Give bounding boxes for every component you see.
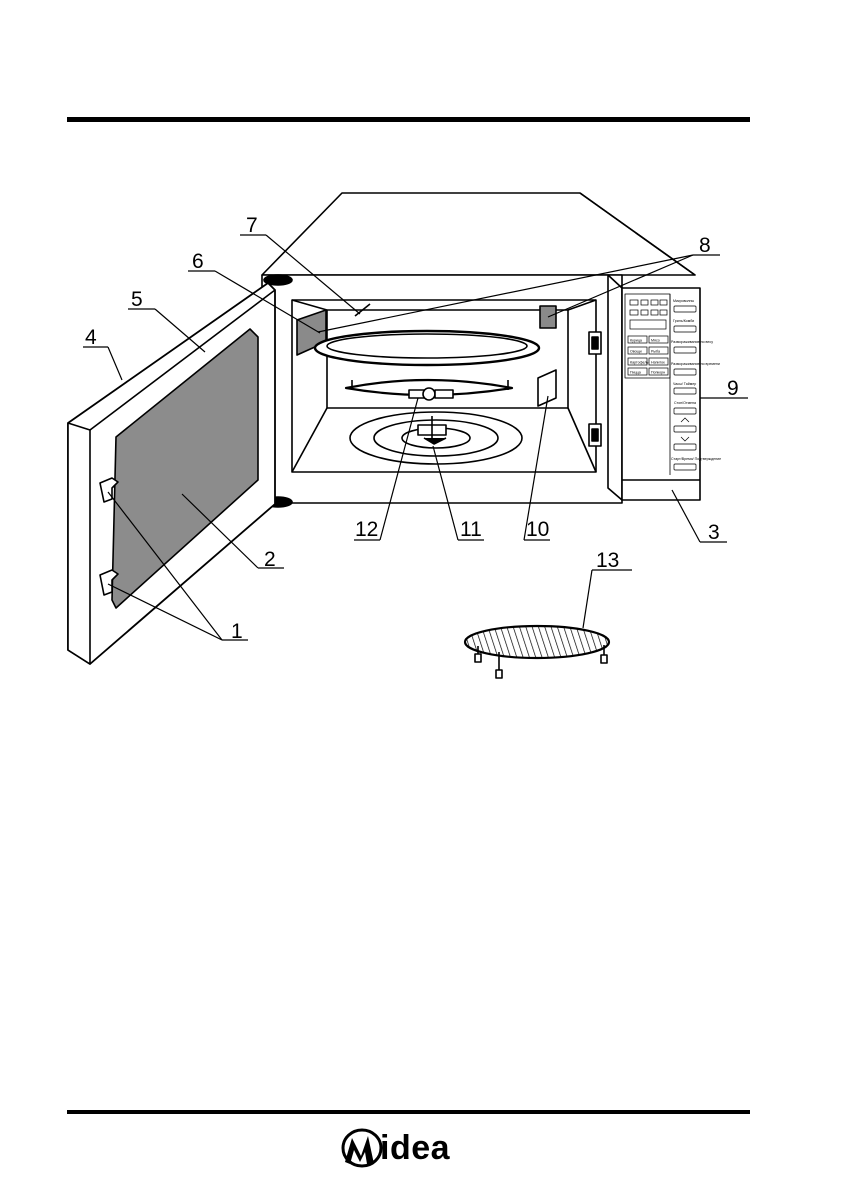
turntable-floor-ring: [349, 411, 523, 465]
clock-timer-button-label: Часы/ Таймер: [673, 382, 696, 386]
callout-2: 2: [264, 548, 276, 571]
glass-tray: [313, 329, 541, 367]
header-rule: [67, 117, 750, 122]
menu-button-6[interactable]: [648, 357, 669, 366]
stop-cancel-button[interactable]: [673, 407, 697, 415]
weight-defrost-button[interactable]: [673, 346, 697, 354]
waveguide-cover: [537, 369, 557, 407]
midea-logo-icon: [341, 1128, 383, 1168]
stop-cancel-button-label: Стоп/Отмена: [674, 401, 696, 405]
menu-label-3: Овощи: [630, 350, 642, 354]
door-latch-upper: [99, 477, 119, 503]
footer-rule: [67, 1110, 750, 1114]
callout-7: 7: [246, 214, 258, 237]
callout-6: 6: [192, 250, 204, 273]
callout-5: 5: [131, 288, 143, 311]
menu-label-4: Рыба: [651, 350, 660, 354]
callout-9: 9: [727, 377, 739, 400]
down-arrow-icon: [680, 436, 690, 442]
callout-4: 4: [85, 326, 97, 349]
up-arrow-icon: [680, 417, 690, 423]
panel-side: [607, 274, 623, 501]
roasting-rack: [463, 624, 611, 660]
menu-button-2[interactable]: [648, 335, 669, 344]
callout-10: 10: [526, 518, 549, 541]
menu-button-7[interactable]: [627, 367, 648, 376]
menu-label-1: Курица: [630, 339, 642, 343]
menu-button-5[interactable]: [627, 357, 648, 366]
oven-foot-top: [263, 274, 293, 286]
up-button[interactable]: [673, 425, 697, 433]
callout-12: 12: [355, 518, 378, 541]
microwave-button-label: Микроволны: [673, 299, 694, 303]
door-window: [111, 328, 259, 609]
time-defrost-button[interactable]: [673, 368, 697, 376]
menu-button-4[interactable]: [648, 346, 669, 355]
callout-13: 13: [596, 549, 619, 572]
oven-top-panel: [261, 192, 696, 276]
down-button[interactable]: [673, 443, 697, 451]
menu-label-8: Попкорн: [651, 371, 665, 375]
menu-label-6: Напиток: [651, 361, 665, 365]
clock-timer-button[interactable]: [673, 387, 697, 395]
roller-wheel: [422, 387, 436, 401]
grill-element: [354, 303, 371, 317]
callout-11: 11: [460, 518, 482, 541]
time-defrost-button-label: Размораживание по времени: [671, 362, 720, 366]
menu-button-1[interactable]: [627, 335, 648, 344]
menu-button-8[interactable]: [648, 367, 669, 376]
grill-combi-button[interactable]: [673, 325, 697, 333]
microwave-button[interactable]: [673, 305, 697, 313]
callout-8: 8: [699, 234, 711, 257]
grill-combi-button-label: Гриль/Комби: [673, 319, 694, 323]
brand-logo: idea: [340, 1124, 450, 1172]
menu-button-3[interactable]: [627, 346, 648, 355]
panel-display: [629, 299, 668, 330]
brand-name: idea: [380, 1128, 451, 1167]
weight-defrost-button-label: Размораживание по весу: [671, 340, 713, 344]
menu-label-7: Пицца: [630, 371, 641, 375]
callout-1: 1: [231, 620, 243, 643]
menu-label-2: Мясо: [651, 339, 660, 343]
start-button-label: Старт/Время/ Подтверждение: [671, 457, 721, 461]
start-button[interactable]: [673, 463, 697, 471]
door-edge: [67, 422, 91, 665]
menu-label-5: Картофель: [630, 361, 649, 365]
roller-ring: [344, 378, 514, 397]
turntable-shaft: [423, 437, 447, 445]
callout-3: 3: [708, 521, 720, 544]
door-latch-lower: [99, 569, 119, 596]
